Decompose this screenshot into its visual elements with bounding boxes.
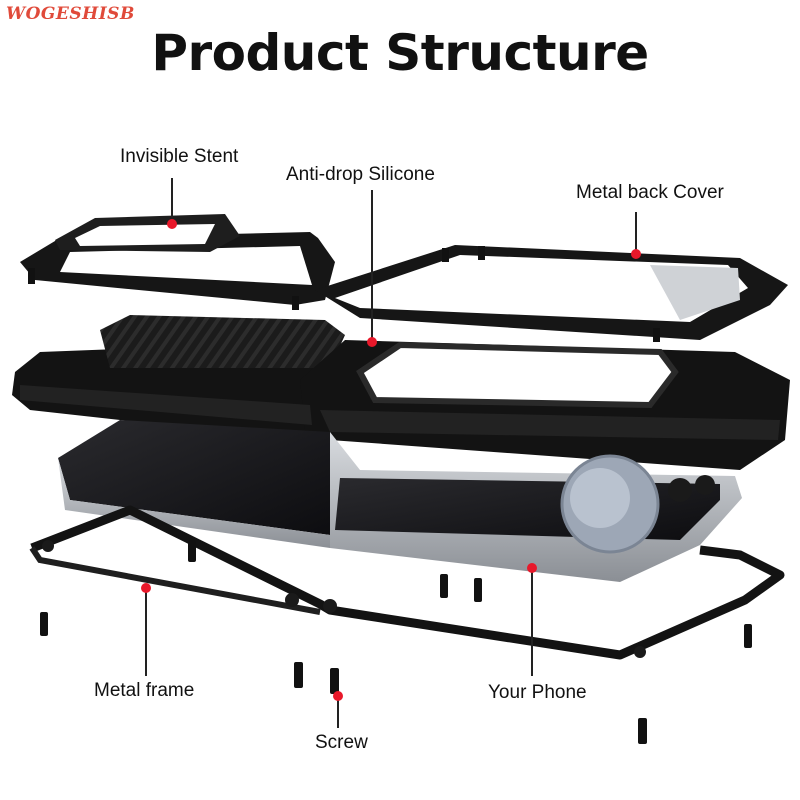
metal-back-cover	[20, 214, 788, 342]
phone-illustration	[58, 420, 742, 582]
label-screw: Screw	[315, 732, 368, 753]
label-your-phone: Your Phone	[488, 682, 587, 703]
label-invisible-stent: Invisible Stent	[120, 146, 239, 167]
label-anti-drop-silicone: Anti-drop Silicone	[286, 164, 435, 185]
anti-drop-silicone	[12, 315, 790, 470]
screws	[40, 540, 752, 744]
callout-pointers	[141, 178, 641, 728]
brand-logo: WOGESHISB	[6, 4, 135, 24]
label-metal-back-cover: Metal back Cover	[576, 182, 724, 203]
page-title: Product Structure	[151, 24, 649, 82]
label-metal-frame: Metal frame	[94, 680, 195, 701]
